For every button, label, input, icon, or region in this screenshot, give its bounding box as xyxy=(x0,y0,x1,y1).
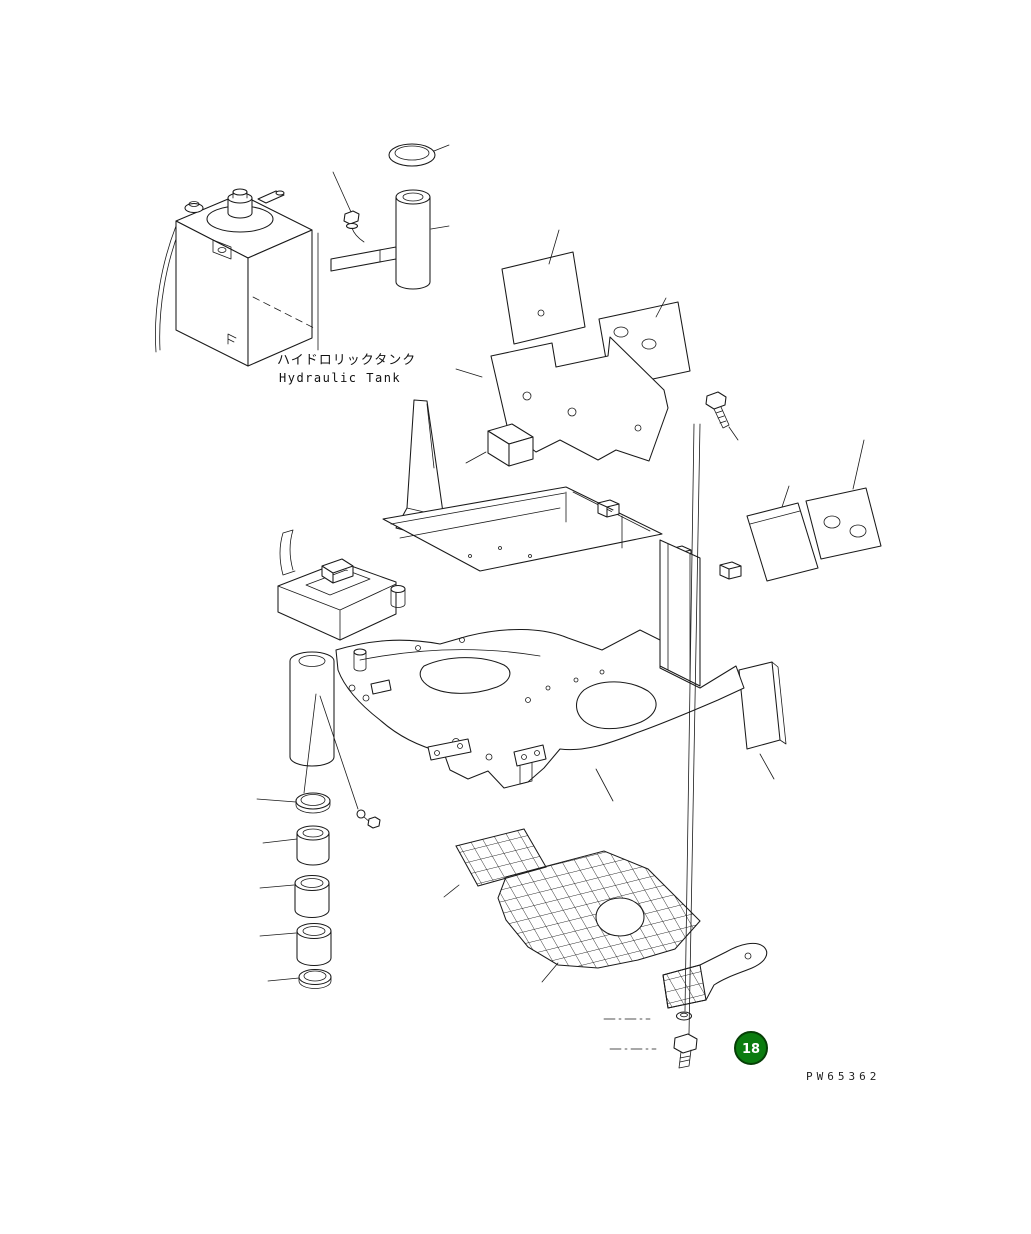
callout-18-badge[interactable]: 18 xyxy=(734,1031,768,1065)
side-plate-b xyxy=(805,487,882,560)
clamp-ring xyxy=(388,143,436,167)
side-plate-c xyxy=(738,661,787,750)
drawing-number: PW65362 xyxy=(806,1070,880,1083)
tube-mount-bracket xyxy=(330,246,397,272)
bushing-cylinder-1 xyxy=(296,825,330,866)
shield-plate xyxy=(490,336,669,462)
bushing-ring-top xyxy=(295,792,331,814)
callout-number: 18 xyxy=(742,1042,760,1057)
leader-lines xyxy=(256,144,865,1035)
callout-circle[interactable] xyxy=(734,1031,768,1065)
grease-fitting xyxy=(356,809,381,829)
suction-tube xyxy=(395,189,431,290)
hydraulic-tank-drawing xyxy=(155,188,317,367)
cover-panel-a xyxy=(501,251,586,345)
bottom-bolt xyxy=(673,1033,698,1069)
upper-mount-bolt xyxy=(705,391,730,429)
tank-label-japanese: ハイドロリックタンク xyxy=(277,353,416,368)
spacer-block xyxy=(487,423,534,467)
tube-clamp-bolt xyxy=(343,210,365,243)
main-frame xyxy=(277,399,745,789)
checker-plate-large xyxy=(497,850,701,969)
bushing-cylinder-3 xyxy=(296,922,332,967)
bottom-washer xyxy=(675,1011,693,1021)
step-bracket xyxy=(662,942,768,1009)
bushing-ring-bottom xyxy=(298,968,332,989)
bushing-cylinder-2 xyxy=(294,874,330,919)
tank-label-english: Hydraulic Tank xyxy=(279,371,401,385)
side-plate-a xyxy=(746,502,819,582)
